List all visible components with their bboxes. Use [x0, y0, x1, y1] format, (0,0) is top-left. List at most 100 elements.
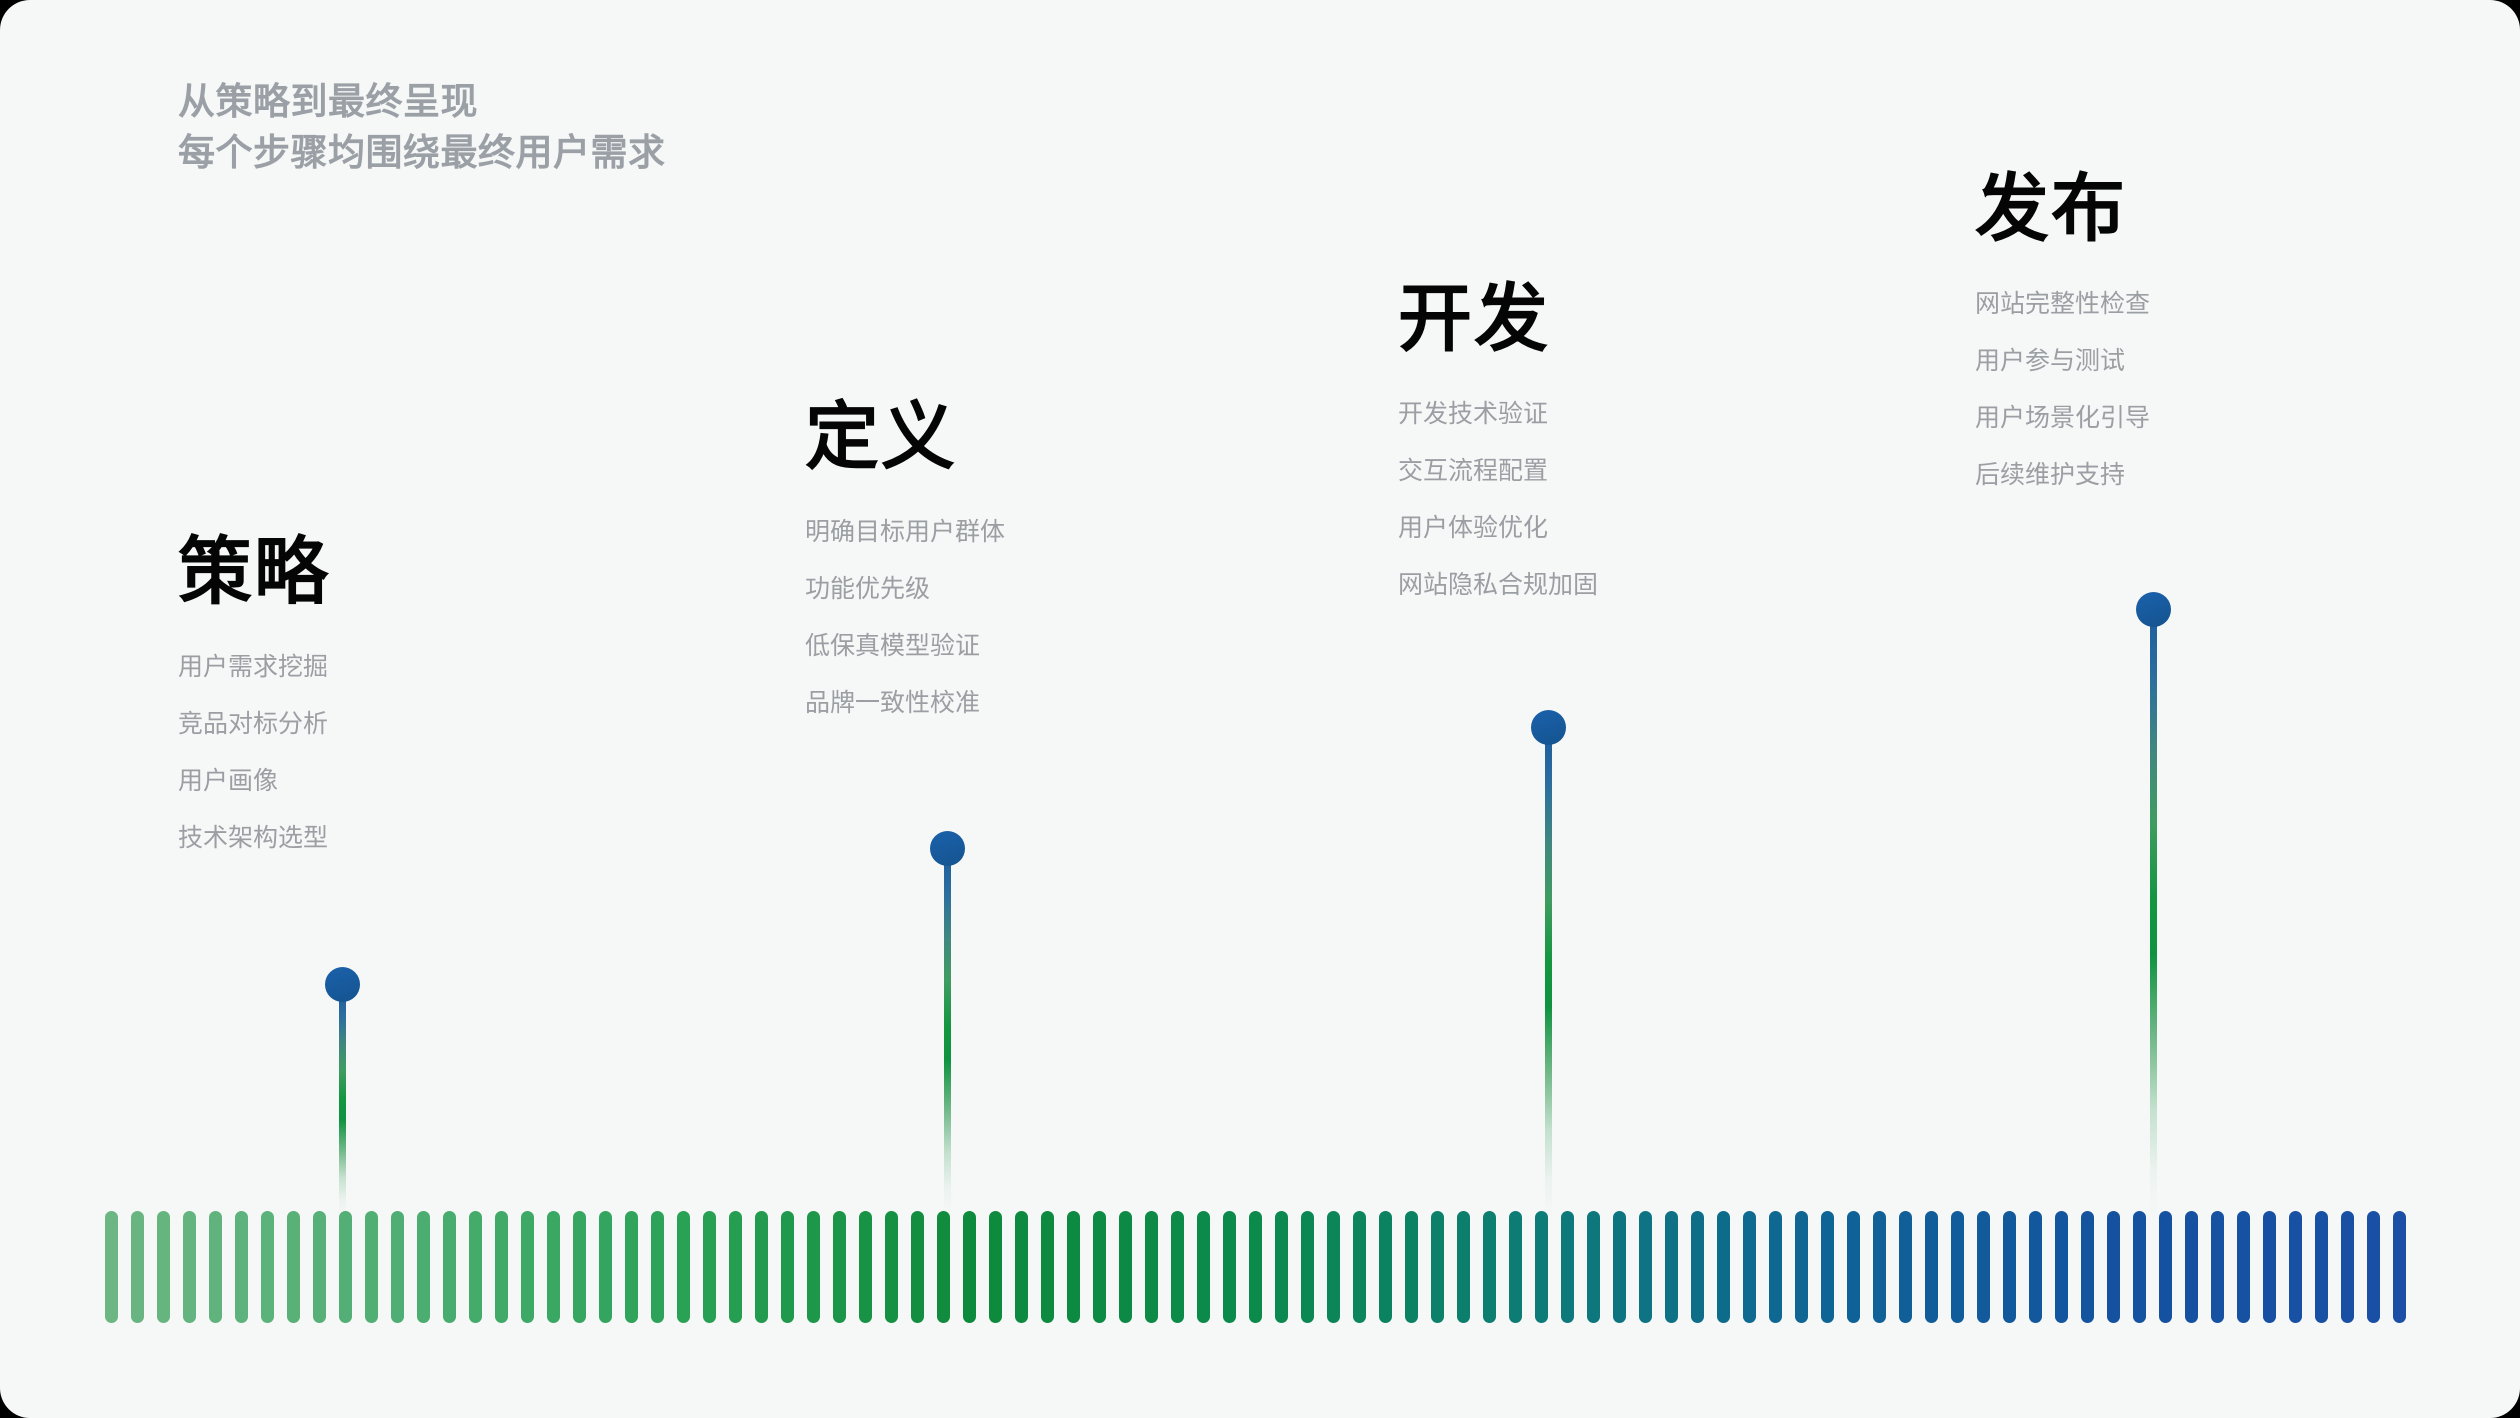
timeline-bar	[1769, 1211, 1782, 1323]
stage-title-release: 发布	[1975, 167, 2127, 250]
timeline-bar	[911, 1211, 924, 1323]
timeline-bar	[2237, 1211, 2250, 1323]
stage-item: 技术架构选型	[178, 824, 329, 852]
stage-release: 发布 网站完整性检查 用户参与测试 用户场景化引导 后续维护支持	[1975, 172, 2495, 488]
stage-title-strategy: 策略	[178, 530, 330, 613]
timeline-bar	[2289, 1211, 2302, 1323]
header-line-2: 每个步骤均围绕最终用户需求	[178, 132, 666, 174]
timeline-bar	[1119, 1211, 1132, 1323]
timeline-bar	[313, 1211, 326, 1323]
timeline-bar	[1925, 1211, 1938, 1323]
timeline-bar	[235, 1211, 248, 1323]
timeline-bar	[105, 1211, 118, 1323]
stage-item: 用户画像	[178, 767, 279, 795]
timeline-bar	[261, 1211, 274, 1323]
timeline-bar	[495, 1211, 508, 1323]
timeline-bar	[1353, 1211, 1366, 1323]
timeline-bar	[937, 1211, 950, 1323]
timeline-bar	[521, 1211, 534, 1323]
timeline-bar	[2107, 1211, 2120, 1323]
timeline-bar	[2211, 1211, 2224, 1323]
timeline-bar	[2263, 1211, 2276, 1323]
timeline-bar	[833, 1211, 846, 1323]
timeline-bar	[1977, 1211, 1990, 1323]
stage-strategy: 策略 用户需求挖掘 竞品对标分析 用户画像 技术架构选型	[178, 535, 698, 851]
timeline-bar	[183, 1211, 196, 1323]
timeline-bar	[963, 1211, 976, 1323]
pin-dot-release	[2135, 592, 2171, 627]
pin-stem-definition	[943, 859, 951, 1217]
stage-item: 后续维护支持	[1975, 461, 2126, 489]
stage-item: 品牌一致性校准	[805, 689, 981, 717]
timeline-bar	[469, 1211, 482, 1323]
timeline-bar	[755, 1211, 768, 1323]
stage-item: 明确目标用户群体	[805, 518, 1006, 546]
timeline-bar	[1275, 1211, 1288, 1323]
timeline-bar	[1535, 1211, 1548, 1323]
timeline-bar	[573, 1211, 586, 1323]
timeline-bar	[1561, 1211, 1574, 1323]
timeline-bar	[1249, 1211, 1262, 1323]
timeline-bar	[2133, 1211, 2146, 1323]
timeline-bar	[1379, 1211, 1392, 1323]
stage-item-list-definition: 明确目标用户群体 功能优先级 低保真模型验证 品牌一致性校准	[805, 520, 1325, 716]
stage-item: 开发技术验证	[1398, 400, 1549, 428]
stage-item-list-development: 开发技术验证 交互流程配置 用户体验优化 网站隐私合规加固	[1398, 402, 1918, 598]
timeline-bar	[1639, 1211, 1652, 1323]
stage-development: 开发 开发技术验证 交互流程配置 用户体验优化 网站隐私合规加固	[1398, 282, 1918, 598]
stage-item: 功能优先级	[805, 575, 931, 603]
timeline-bar	[1795, 1211, 1808, 1323]
header-block: 从策略到最终呈现 每个步骤均围绕最终用户需求	[178, 76, 1078, 178]
timeline-bar	[339, 1211, 352, 1323]
timeline-bar	[2003, 1211, 2016, 1323]
timeline-bar	[1951, 1211, 1964, 1323]
stage-item: 用户体验优化	[1398, 514, 1549, 542]
stage-item: 交互流程配置	[1398, 457, 1549, 485]
timeline-bar	[1873, 1211, 1886, 1323]
timeline-bar	[2315, 1211, 2328, 1323]
stage-item: 竞品对标分析	[178, 710, 329, 738]
timeline-bar	[703, 1211, 716, 1323]
timeline-bar	[1041, 1211, 1054, 1323]
timeline-bar	[2029, 1211, 2042, 1323]
timeline-bar	[2341, 1211, 2354, 1323]
timeline-bar	[1665, 1211, 1678, 1323]
stage-item: 网站完整性检查	[1975, 290, 2151, 318]
timeline-bar	[1613, 1211, 1626, 1323]
pin-dot-development	[1530, 710, 1566, 745]
timeline-bar	[209, 1211, 222, 1323]
timeline-bar	[1743, 1211, 1756, 1323]
timeline-bar	[885, 1211, 898, 1323]
stage-item: 用户需求挖掘	[178, 653, 329, 681]
timeline-bar	[1509, 1211, 1522, 1323]
timeline-bar	[1457, 1211, 1470, 1323]
timeline-bar	[365, 1211, 378, 1323]
stage-item-list-release: 网站完整性检查 用户参与测试 用户场景化引导 后续维护支持	[1975, 292, 2495, 488]
timeline-bar	[1067, 1211, 1080, 1323]
timeline-bar	[1821, 1211, 1834, 1323]
header-line-1: 从策略到最终呈现	[178, 81, 478, 122]
timeline-bar	[1847, 1211, 1860, 1323]
timeline-bar	[1171, 1211, 1184, 1323]
pin-dot-definition	[929, 831, 965, 866]
stage-item: 低保真模型验证	[805, 632, 981, 660]
timeline-bar	[1145, 1211, 1158, 1323]
timeline-bar	[1587, 1211, 1600, 1323]
timeline-bar	[2393, 1211, 2406, 1323]
stage-title-definition: 定义	[805, 395, 957, 478]
timeline-bar	[781, 1211, 794, 1323]
stage-definition: 定义 明确目标用户群体 功能优先级 低保真模型验证 品牌一致性校准	[805, 400, 1325, 716]
timeline-bar-strip	[105, 1211, 2406, 1323]
timeline-bar	[1223, 1211, 1236, 1323]
timeline-bar	[1327, 1211, 1340, 1323]
pin-stem-strategy	[338, 995, 346, 1217]
timeline-bar	[859, 1211, 872, 1323]
pin-stem-release	[2149, 620, 2157, 1217]
timeline-bar	[391, 1211, 404, 1323]
stage-item-list-strategy: 用户需求挖掘 竞品对标分析 用户画像 技术架构选型	[178, 655, 698, 851]
timeline-bar	[547, 1211, 560, 1323]
timeline-bar	[1717, 1211, 1730, 1323]
stage-title-development: 开发	[1398, 277, 1550, 360]
timeline-bar	[989, 1211, 1002, 1323]
